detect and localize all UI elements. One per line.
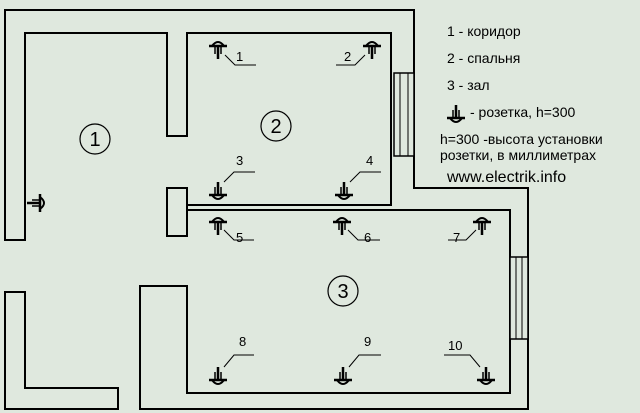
socket-icon [207,180,229,201]
svg-text:2: 2 [270,116,281,138]
socket-3: 3 [207,153,255,201]
socket-6: 6 [331,216,380,245]
socket-icon [331,216,353,237]
socket-icon [207,365,229,386]
room-label-1: 1 [79,123,111,155]
socket-icon [207,216,229,237]
room-label-3: 3 [327,275,359,307]
socket-7: 7 [448,216,493,245]
room-label-2: 2 [260,110,292,142]
socket-4: 4 [333,153,381,201]
svg-text:3: 3 [236,153,243,168]
svg-text:1: 1 [236,49,243,64]
socket-icon-corridor [25,192,46,214]
socket-icon [471,216,493,237]
svg-text:9: 9 [364,334,371,349]
socket-icon [332,365,354,386]
svg-text:10: 10 [448,338,462,353]
svg-text:8: 8 [239,334,246,349]
socket-icon [207,40,229,61]
walls [4,9,529,410]
socket-9: 9 [332,334,381,386]
svg-text:4: 4 [366,153,373,168]
svg-text:5: 5 [236,230,243,245]
socket-5: 5 [207,216,254,245]
socket-1: 1 [207,40,256,66]
legend-note-2: розетки, в миллиметрах [440,147,596,163]
window-bedroom [393,72,415,157]
socket-icon [475,365,497,386]
window-hall [509,256,529,340]
svg-text:1: 1 [89,129,100,151]
socket-icon [333,180,355,201]
socket-10: 10 [444,338,497,386]
legend-bedroom: 2 - спальня [447,50,520,66]
svg-text:7: 7 [453,230,460,245]
legend-socket-icon [445,103,467,124]
svg-text:3: 3 [337,281,348,303]
legend-socket: - розетка, h=300 [470,104,575,120]
legend: 1 - коридор 2 - спальня 3 - зал - розетк… [440,23,603,186]
socket-2: 2 [336,40,383,66]
legend-note-1: h=300 -высота установки [440,131,603,147]
legend-hall: 3 - зал [447,77,490,93]
svg-text:6: 6 [364,230,371,245]
site-url: www.electrik.info [446,169,566,186]
socket-icon [361,40,383,61]
socket-8: 8 [207,334,254,386]
svg-text:2: 2 [344,49,351,64]
legend-corridor: 1 - коридор [447,23,521,39]
